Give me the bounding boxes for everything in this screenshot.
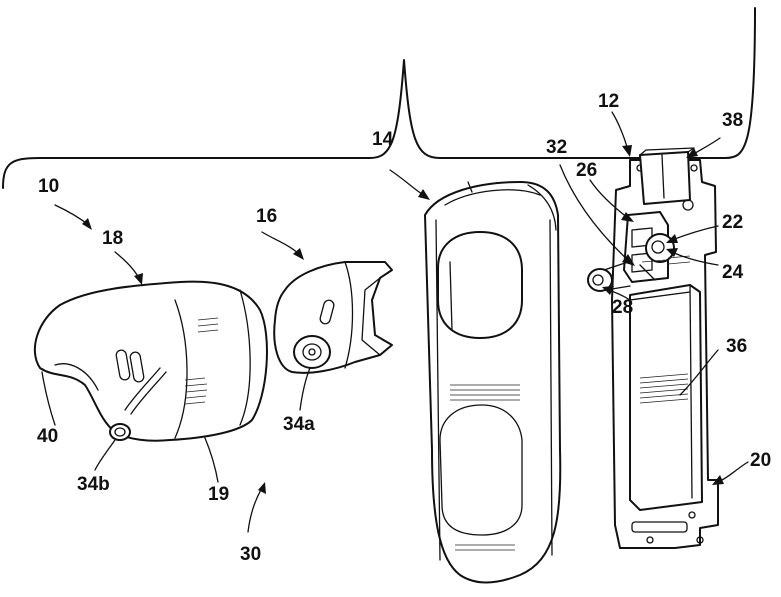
cartridge-part-20 (588, 148, 718, 548)
label-34b: 34b (77, 474, 110, 495)
label-32: 32 (546, 137, 567, 158)
label-24: 24 (722, 262, 744, 283)
label-28: 28 (612, 297, 633, 318)
label-20: 20 (750, 450, 771, 471)
label-10: 10 (38, 176, 59, 197)
label-40: 40 (37, 426, 58, 447)
label-22: 22 (722, 212, 743, 233)
adapter-part-16 (274, 262, 392, 373)
label-16: 16 (256, 206, 277, 227)
housing-part-14 (425, 182, 560, 583)
label-26: 26 (576, 160, 597, 181)
label-34a: 34a (283, 414, 315, 435)
label-14: 14 (372, 129, 394, 150)
label-30: 30 (240, 544, 261, 565)
label-36: 36 (726, 336, 747, 357)
cap-part-18 (35, 282, 267, 441)
label-38: 38 (722, 110, 743, 131)
label-19: 19 (208, 484, 229, 505)
label-18: 18 (102, 228, 123, 249)
label-12: 12 (598, 91, 619, 112)
